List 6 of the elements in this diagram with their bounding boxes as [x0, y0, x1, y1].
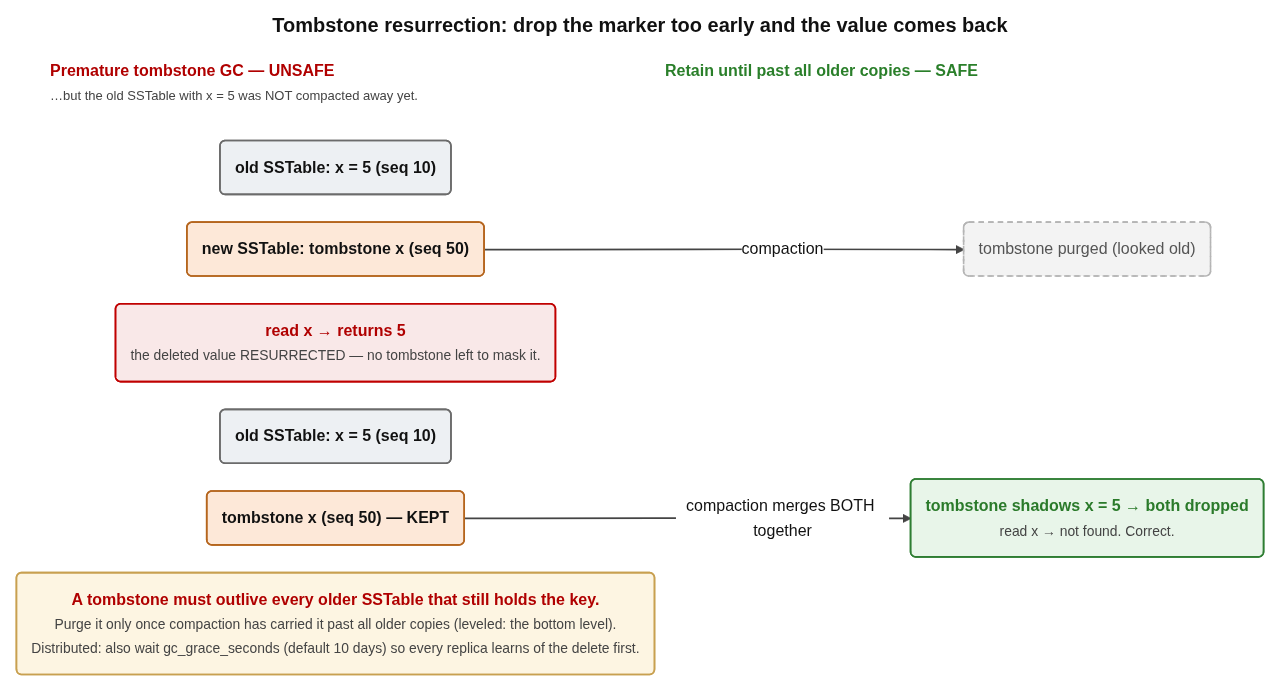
- edge-label: compaction merges BOTH together: [686, 496, 875, 539]
- diagram-title: Tombstone resurrection: drop the marker too early and the value comes back: [272, 14, 1008, 36]
- section-heading: Retain until past all older copies — SAFE: [665, 62, 978, 80]
- note-text: …but the old SSTable with x = 5 was NOT compacted away yet.: [50, 88, 418, 103]
- section-heading: Premature tombstone GC — UNSAFE: [50, 62, 335, 80]
- edge-label: compaction: [741, 239, 824, 258]
